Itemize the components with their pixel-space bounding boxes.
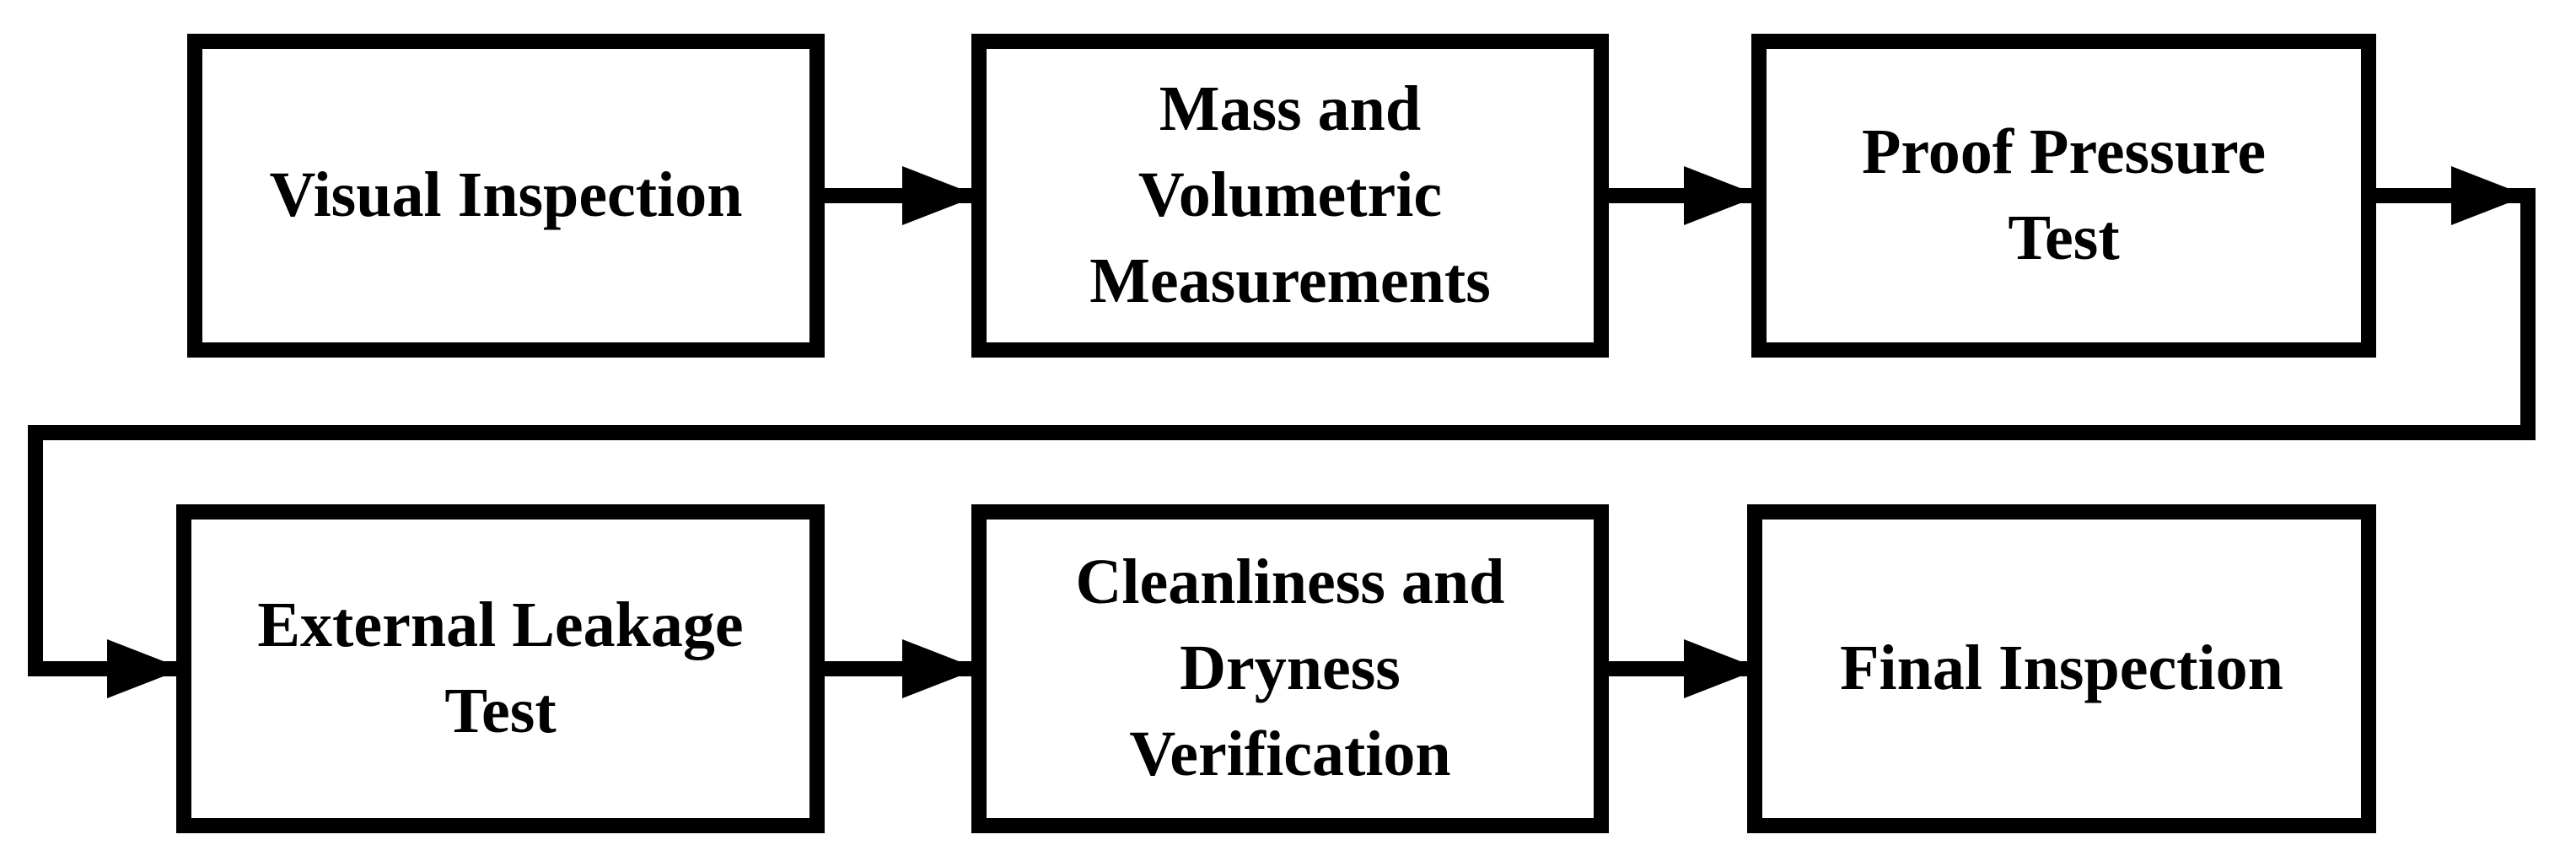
step-label: Visual Inspection	[269, 159, 743, 231]
step-mass-volumetric-measurements: Mass and Volumetric Measurements	[971, 34, 1609, 358]
step-label: Proof Pressure Test	[1861, 116, 2267, 273]
step-cleanliness-dryness-verification: Cleanliness and Dryness Verification	[971, 504, 1609, 833]
step-visual-inspection: Visual Inspection	[187, 34, 825, 358]
step-external-leakage-test: External Leakage Test	[176, 504, 825, 833]
step-label: Final Inspection	[1840, 633, 2283, 704]
step-proof-pressure-test: Proof Pressure Test	[1751, 34, 2376, 358]
step-final-inspection: Final Inspection	[1747, 504, 2376, 833]
step-label: Mass and Volumetric Measurements	[1089, 73, 1491, 316]
step-label: External Leakage Test	[257, 590, 744, 746]
step-label: Cleanliness and Dryness Verification	[1075, 546, 1505, 789]
